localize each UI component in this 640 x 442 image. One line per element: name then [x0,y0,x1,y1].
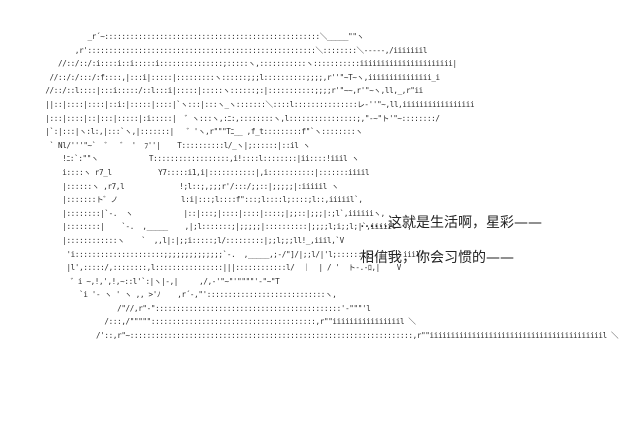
ascii-art-line: !ﾆ:`:""ヽ T::::::::::::::::::,i!::::l::::… [20,154,359,164]
ascii-art-line: |:::::::ト゛ノ l:i|:::;l::::f":::;l::::l;::… [20,195,363,205]
ascii-art-line: ||::|::::|::::|::i:|:::::|::::|`ヽ:::|:::… [20,99,475,109]
ascii-art-line: _r´~::::::::::::::::::::::::::::::::::::… [20,32,365,41]
ascii-art-line: /:::,/""""":::::::::::::::::::::::::::::… [20,317,416,327]
dialogue-line-1: ……这就是生活啊，星彩—— [360,215,542,231]
ascii-art-line: //::/::l::::|:::i:::::/::l:::i|:::::|:::… [20,86,423,96]
ascii-art-line: ,r':::::::::::::::::::::::::::::::::::::… [20,45,428,55]
ascii-art-line: |::::::::::::ヽ ` ,,l|:|;;i:::::;l/::::::… [20,235,344,245]
ascii-art-line: /'::,r"~::::::::::::::::::::::::::::::::… [20,331,619,341]
ascii-art-line: ` Nl/'''"~` ゛ ゛ ' ﾌ''| T::::::::::l/_ヽ|;… [20,140,311,150]
ascii-art-line: |l',:::::/,::::::::,l::::::::::::::::|||… [20,263,402,273]
ascii-art-line: `i '- ヽ ' ヽ ,, >'ﾉ ,r´-,"'::::::::::::::… [20,290,337,300]
ascii-art-character: _r´~::::::::::::::::::::::::::::::::::::… [20,30,618,343]
ascii-art-line: |`:|:::|ヽ:l:,|:::`ヽ,|:::::::| ゛'ヽ,r"""Tﾆ… [20,127,363,137]
ascii-art-line: 'i:::::::::::::::::::::;;;;;;;;;;;;;;`-.… [20,249,425,259]
ascii-art-line: |::::::::|`-. ヽ |::|:::;|::::|::::|::::;… [20,208,385,218]
ascii-art-line: |::::::::| `-. ,_____ ,|;l:::::::;|;;;;;… [20,222,412,232]
ascii-art-line: //::/:/:::/:f::::,|:::i|:::::|:::::::::ヽ… [20,72,441,82]
ascii-art-line: |::::::ヽ ,r7,l !;l::;,;;;r'/:::/;;::|;;;… [20,181,339,191]
ascii-art-line: /"//,r"-":::::::::::::::::::::::::::::::… [20,303,371,313]
ascii-art-line: ゛i ~,!,',!,~::l'`:|ヽ|-,| ,/,-'"~"'""""'-… [20,276,280,286]
ascii-art-line: i::::ヽ r7_l Y7:::::i1,i|:::::::::::|,i::… [20,167,370,177]
ascii-art-line: |:::|::::|::|:::|:::::|:i:::::| ゛ヽ:::ヽ,:… [20,113,440,123]
ascii-art-line: //::/::/:i::::i::i:::::i:::::::::::::::;… [20,59,457,69]
dialogue-line-2: 相信我，你会习惯的—— [360,250,514,266]
